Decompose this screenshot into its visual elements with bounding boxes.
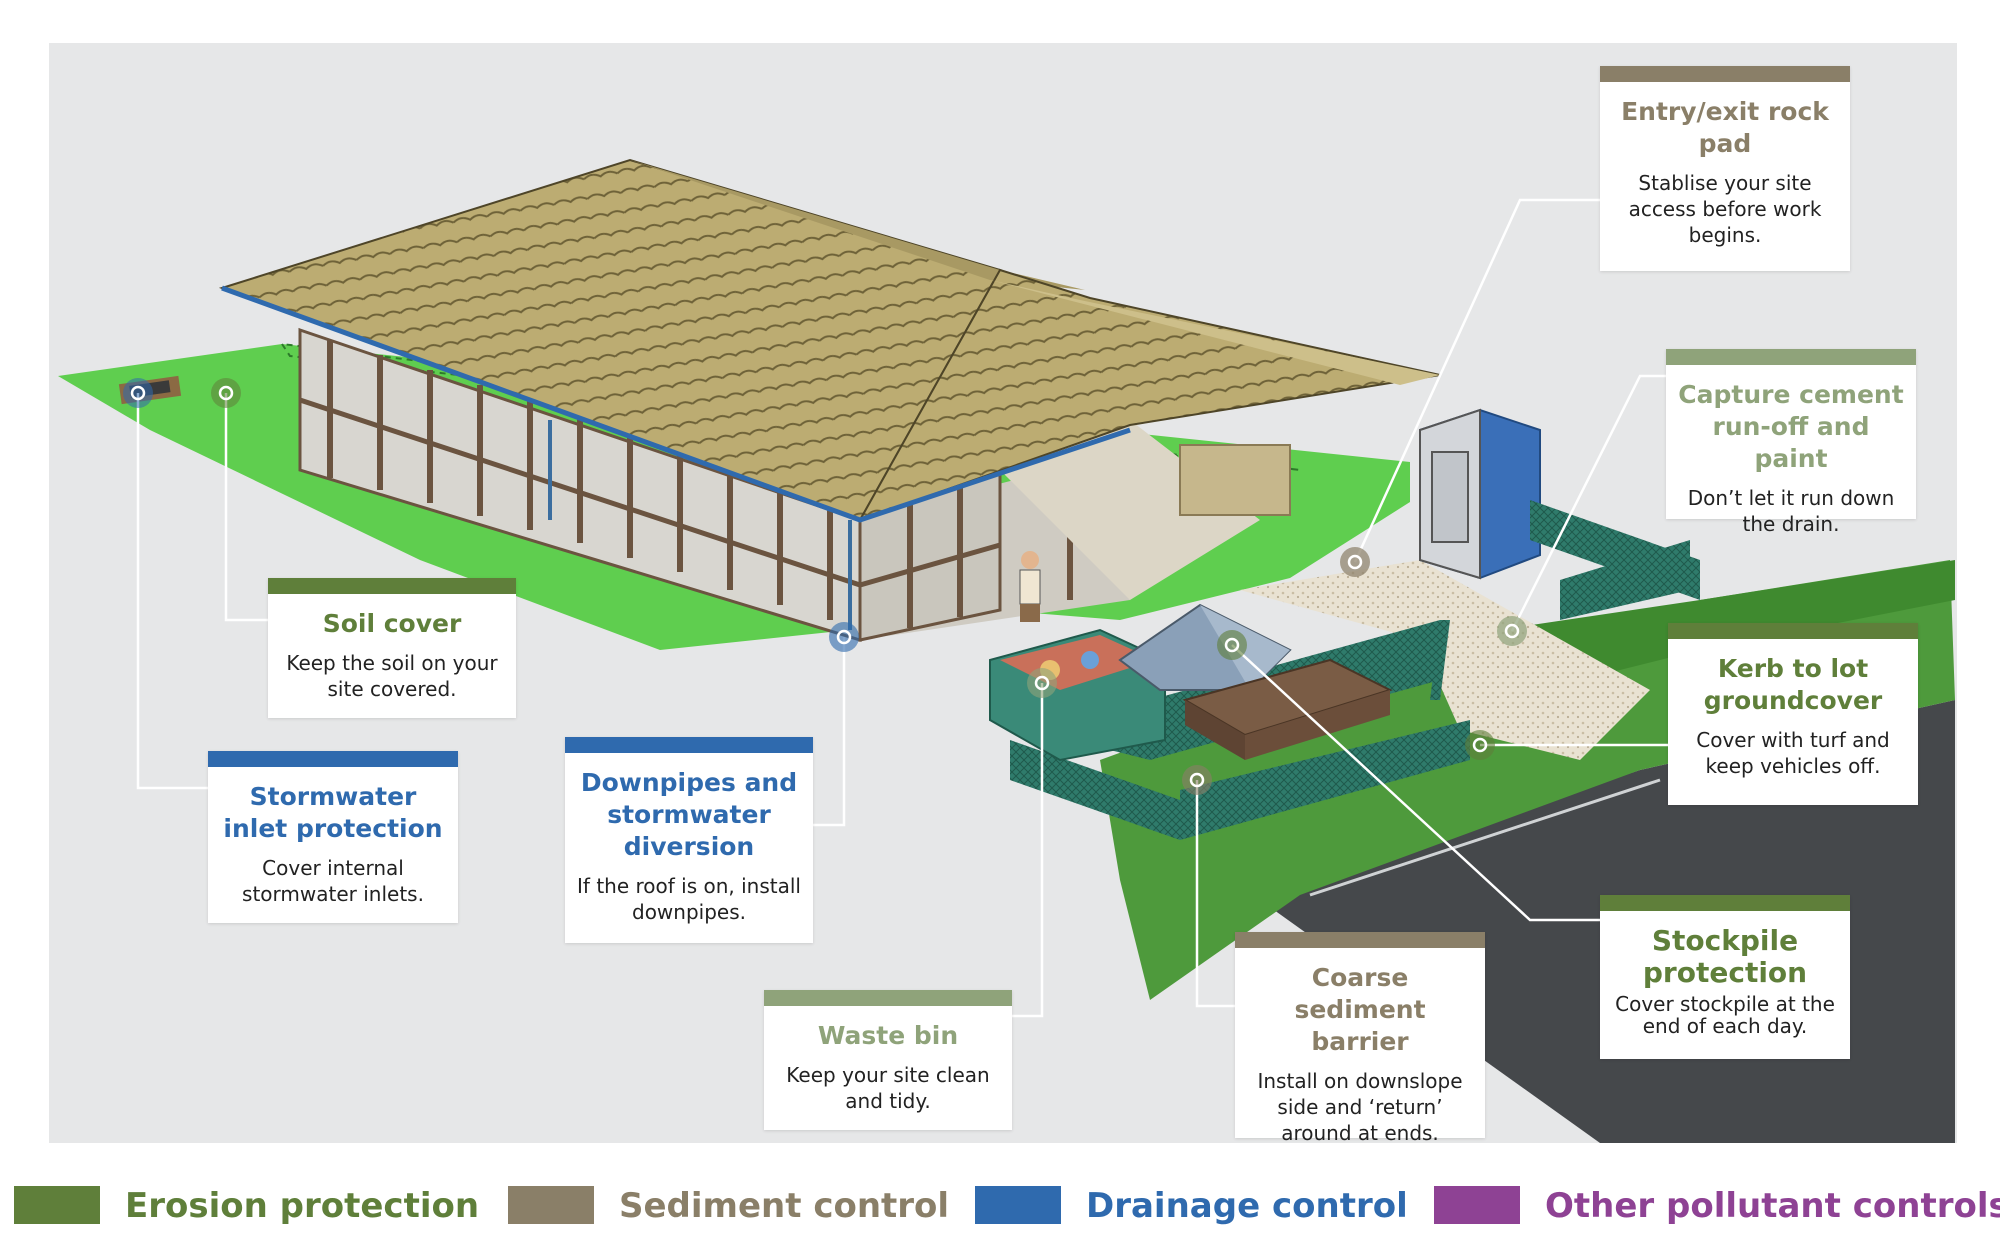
callout-description: Stablise your site access before work be… (1628, 171, 1822, 247)
callout-stormwater-inlet: Stormwater inlet protection Cover intern… (208, 751, 458, 923)
callout-waste-bin: Waste bin Keep your site clean and tidy. (764, 990, 1012, 1130)
callout-stockpile: Stockpile protection Cover stockpile at … (1600, 895, 1850, 1059)
callout-color-bar (1668, 623, 1918, 639)
leader-lines (136, 198, 1668, 1018)
marker-waste-bin (1027, 668, 1057, 698)
marker-stockpile (1217, 630, 1247, 660)
marker-capture-cement (1497, 616, 1527, 646)
callout-downpipes: Downpipes and stormwater diversion If th… (565, 737, 813, 943)
callout-description: Cover internal stormwater inlets. (242, 856, 424, 906)
marker-kerb-to-lot (1465, 730, 1495, 760)
marker-coarse-sediment (1182, 765, 1212, 795)
legend-swatch (14, 1186, 100, 1224)
legend-swatch (975, 1186, 1061, 1224)
callout-title: Kerb to lot groundcover (1703, 654, 1883, 715)
callout-description: If the roof is on, install downpipes. (577, 874, 801, 924)
legend-swatch (508, 1186, 594, 1224)
marker-soil-cover (211, 378, 241, 408)
callout-color-bar (1235, 932, 1485, 948)
callout-soil-cover: Soil cover Keep the soil on your site co… (268, 578, 516, 718)
legend-label: Drainage control (1086, 1186, 1408, 1226)
callout-title: Downpipes and stormwater diversion (580, 768, 798, 861)
callout-color-bar (208, 751, 458, 767)
house (298, 327, 1291, 643)
legend-label: Other pollutant controls (1545, 1186, 2000, 1226)
callout-title: Waste bin (817, 1021, 959, 1050)
callout-description: Cover with turf and keep vehicles off. (1696, 728, 1890, 778)
callout-color-bar (565, 737, 813, 753)
marker-entry-exit (1340, 547, 1370, 577)
callout-color-bar (1666, 349, 1916, 365)
callout-color-bar (1600, 895, 1850, 911)
marker-downpipes (829, 622, 859, 652)
worker-figure (1019, 551, 1041, 622)
legend-swatch (1434, 1186, 1520, 1224)
callout-capture-cement: Capture cement run-off and paint Don’t l… (1666, 349, 1916, 536)
roof (218, 158, 1441, 630)
callout-kerb-to-lot: Kerb to lot groundcover Cover with turf … (1668, 623, 1918, 805)
marker-stormwater-inlet (123, 378, 153, 408)
callout-description: Cover stockpile at the end of each day. (1615, 992, 1835, 1038)
callout-title: Soil cover (322, 609, 462, 638)
callout-coarse-sediment: Coarse sediment barrier Install on downs… (1235, 932, 1485, 1145)
callout-description: Keep the soil on your site covered. (286, 651, 498, 701)
callout-title: Stormwater inlet protection (223, 782, 443, 843)
callout-color-bar (268, 578, 516, 594)
callout-title: Stockpile protection (1642, 924, 1808, 989)
callout-entry-exit: Entry/exit rock pad Stablise your site a… (1600, 66, 1850, 271)
callout-color-bar (1600, 66, 1850, 82)
callout-title: Capture cement run-off and paint (1678, 380, 1904, 473)
callout-description: Keep your site clean and tidy. (786, 1063, 990, 1113)
legend-label: Sediment control (619, 1186, 950, 1226)
portable-toilet (1419, 408, 1541, 580)
callout-color-bar (764, 990, 1012, 1006)
callout-description: Don’t let it run down the drain. (1687, 486, 1895, 536)
callout-title: Coarse sediment barrier (1294, 963, 1426, 1056)
callout-description: Install on downslope side and ‘return’ a… (1257, 1069, 1463, 1145)
legend-label: Erosion protection (125, 1186, 480, 1226)
callout-title: Entry/exit rock pad (1621, 97, 1829, 158)
callout-markers (123, 378, 1527, 795)
